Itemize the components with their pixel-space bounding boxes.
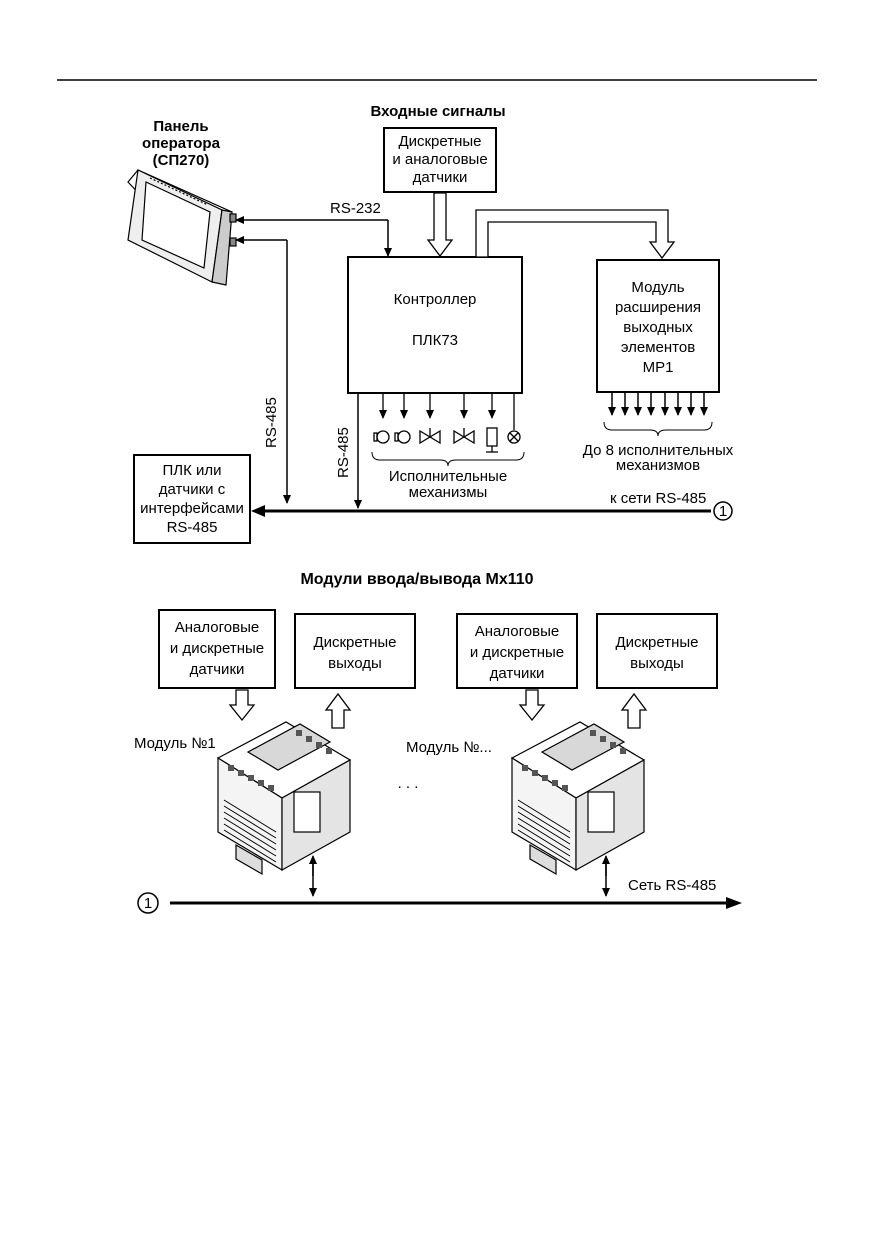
controller-box	[347, 256, 523, 394]
svg-text:датчики: датчики	[190, 661, 245, 678]
moduleN-outputs-box	[596, 613, 718, 689]
svg-text:Аналоговые: Аналоговые	[175, 619, 259, 636]
network-label-bottom: Сеть RS-485	[628, 877, 716, 894]
modules-heading: Модули ввода/вывода Мх110	[300, 571, 533, 588]
svg-text:Модуль: Модуль	[631, 279, 684, 296]
sensors-box	[383, 127, 497, 193]
module1-label: Модуль №1	[134, 735, 216, 752]
module1-output-arrow	[324, 692, 352, 729]
svg-text:механизмы: механизмы	[409, 484, 488, 501]
module1-inputs-label: Аналоговые и дискретные датчики	[170, 619, 264, 678]
module1-inputs-box	[158, 609, 276, 689]
svg-text:Дискретные: Дискретные	[313, 634, 396, 651]
moduleN-inputs-box	[456, 613, 578, 689]
plc-sensors-label: ПЛК или датчики с интерфейсами RS-485	[140, 462, 244, 536]
expansion-module-box	[596, 259, 720, 393]
heater-icon	[486, 427, 498, 447]
controller-label: Контроллер	[394, 291, 477, 308]
svg-text:элементов: элементов	[621, 339, 695, 356]
motor-icon	[376, 430, 390, 444]
connector-marker-top	[713, 501, 733, 521]
svg-text:расширения: расширения	[615, 299, 701, 316]
svg-text:датчики с: датчики с	[159, 481, 226, 498]
moduleN-input-arrow	[518, 689, 546, 722]
svg-text:Аналоговые: Аналоговые	[475, 623, 559, 640]
svg-text:датчики: датчики	[413, 169, 468, 186]
svg-text:оператора: оператора	[142, 135, 221, 152]
valve-icon	[419, 429, 441, 445]
svg-text:выходы: выходы	[630, 655, 684, 672]
svg-text:ПЛК или: ПЛК или	[162, 462, 221, 479]
svg-text:датчики: датчики	[490, 665, 545, 682]
svg-text:До 8 исполнительных: До 8 исполнительных	[583, 442, 734, 459]
rs232-label: RS-232	[330, 200, 381, 217]
svg-text:Исполнительные: Исполнительные	[389, 468, 507, 485]
rs485-bus-bottom-arrowhead	[726, 897, 742, 909]
svg-text:(СП270): (СП270)	[153, 152, 210, 169]
moduleN-output-arrow	[620, 692, 648, 729]
module1-input-arrow	[228, 689, 256, 722]
operator-panel-label: Панель оператора (СП270)	[142, 118, 221, 169]
controller-model: ПЛК73	[412, 332, 458, 349]
module1-outputs-box	[294, 613, 416, 689]
mr1-outputs-brace	[603, 421, 713, 437]
actuators-brace	[371, 451, 525, 467]
moduleN-device	[510, 721, 646, 876]
svg-text:RS-485: RS-485	[167, 519, 218, 536]
connector-marker-bottom	[137, 892, 159, 914]
network-label-top: к сети RS-485	[610, 490, 706, 507]
plc-sensors-box	[133, 454, 251, 544]
connector-marker-top-label: 1	[719, 503, 727, 520]
module1-device	[216, 721, 352, 876]
moduleN-outputs-label: Дискретные выходы	[615, 634, 698, 672]
connector-marker-bottom-label: 1	[144, 895, 152, 912]
operator-panel-device	[127, 169, 237, 286]
lamp-icon	[507, 430, 521, 444]
input-signals-heading: Входные сигналы	[370, 103, 505, 120]
svg-text:выходных: выходных	[623, 319, 693, 336]
svg-text:и аналоговые: и аналоговые	[392, 151, 487, 168]
sensors-to-controller-arrow	[426, 192, 454, 258]
actuator-symbols	[373, 394, 521, 453]
rs485-left-label: RS-485	[263, 397, 280, 448]
svg-text:механизмов: механизмов	[616, 457, 700, 474]
svg-text:и дискретные: и дискретные	[170, 640, 264, 657]
svg-text:выходы: выходы	[328, 655, 382, 672]
module1-outputs-label: Дискретные выходы	[313, 634, 396, 672]
expansion-module-label: Модуль расширения выходных элементов МР1	[615, 279, 701, 376]
ellipsis: . . .	[398, 775, 419, 792]
svg-text:интерфейсами: интерфейсами	[140, 500, 244, 517]
mr1-output-arrows	[608, 392, 708, 416]
rs485-mid-label: RS-485	[335, 427, 352, 478]
svg-text:Дискретные: Дискретные	[398, 133, 481, 150]
mr1-outputs-label: До 8 исполнительных механизмов	[583, 442, 734, 474]
rs485-bus-top-arrowhead	[251, 505, 265, 517]
valve-icon	[453, 429, 475, 445]
sensors-box-label: Дискретные и аналоговые датчики	[392, 133, 487, 186]
svg-text:Дискретные: Дискретные	[615, 634, 698, 651]
actuators-label: Исполнительные механизмы	[389, 468, 507, 501]
moduleN-inputs-label: Аналоговые и дискретные датчики	[470, 623, 564, 682]
moduleN-label: Модуль №...	[406, 739, 492, 756]
controller-to-expansion-pipe	[475, 209, 676, 260]
svg-text:МР1: МР1	[643, 359, 674, 376]
svg-text:и дискретные: и дискретные	[470, 644, 564, 661]
svg-text:Панель: Панель	[153, 118, 208, 135]
motor-icon	[397, 430, 411, 444]
